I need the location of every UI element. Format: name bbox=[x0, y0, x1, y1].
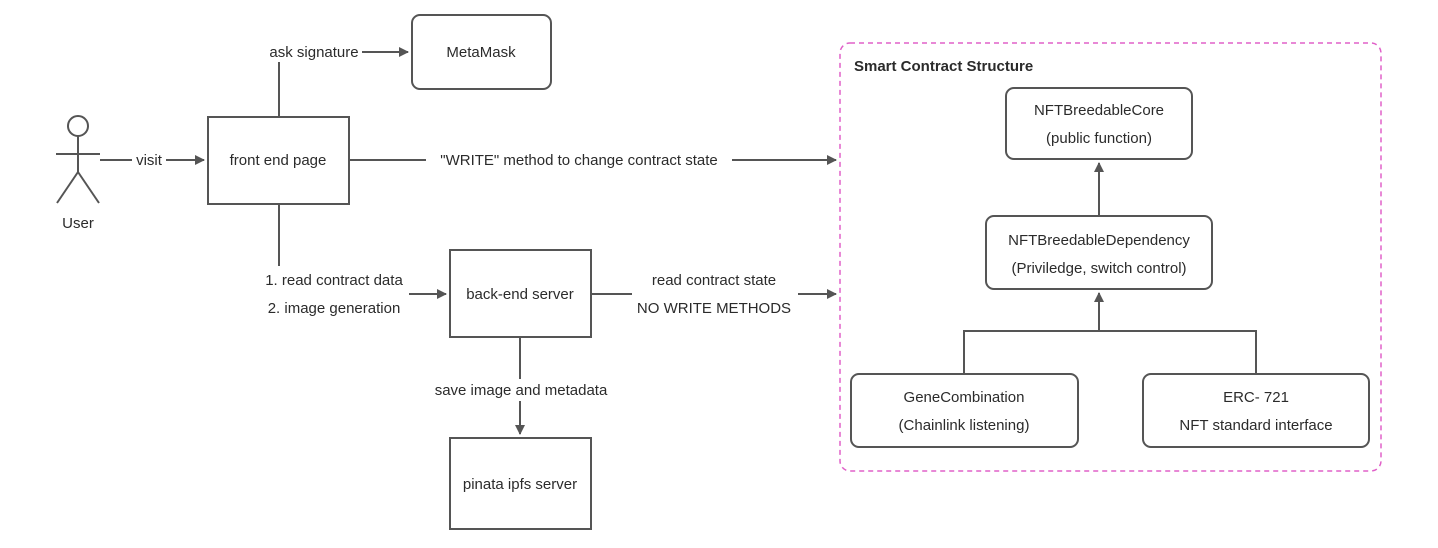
metamask-node bbox=[411, 14, 552, 90]
nft-breedable-dependency-node bbox=[985, 215, 1213, 290]
nft-breedable-core-sublabel: (public function) bbox=[1046, 130, 1152, 147]
front-end-page-label: front end page bbox=[230, 152, 327, 169]
user-actor-icon bbox=[56, 115, 100, 204]
ask-signature-label: ask signature bbox=[269, 44, 358, 61]
pinata-ipfs-server-label: pinata ipfs server bbox=[463, 476, 577, 493]
gene-combination-sublabel: (Chainlink listening) bbox=[899, 417, 1030, 434]
gene-combination-label: GeneCombination bbox=[904, 389, 1025, 406]
user-label: User bbox=[62, 215, 94, 232]
read-contract-state-label: read contract state bbox=[652, 272, 776, 289]
image-generation-label: 2. image generation bbox=[268, 300, 401, 317]
front-end-page-node bbox=[207, 116, 350, 205]
nft-breedable-core-node bbox=[1005, 87, 1193, 160]
metamask-label: MetaMask bbox=[446, 44, 516, 61]
pinata-ipfs-server-node bbox=[449, 437, 592, 530]
gene-combination-node bbox=[850, 373, 1079, 448]
erc-721-node bbox=[1142, 373, 1370, 448]
erc-721-sublabel: NFT standard interface bbox=[1179, 417, 1332, 434]
save-image-label: save image and metadata bbox=[435, 382, 608, 399]
nft-breedable-dependency-label: NFTBreedableDependency bbox=[1008, 232, 1190, 249]
children-to-dependency-edge bbox=[963, 330, 1257, 374]
nft-breedable-dependency-sublabel: (Priviledge, switch control) bbox=[1011, 260, 1186, 277]
smart-contract-group-frame bbox=[839, 42, 1382, 472]
erc-721-label: ERC- 721 bbox=[1223, 389, 1289, 406]
visit-label: visit bbox=[136, 152, 163, 169]
smart-contract-group-title: Smart Contract Structure bbox=[854, 58, 1033, 75]
nft-breedable-core-label: NFTBreedableCore bbox=[1034, 102, 1164, 119]
back-end-server-label: back-end server bbox=[466, 286, 574, 303]
no-write-methods-label: NO WRITE METHODS bbox=[637, 300, 791, 317]
write-method-label: "WRITE" method to change contract state bbox=[440, 152, 717, 169]
read-contract-data-label: 1. read contract data bbox=[265, 272, 403, 289]
